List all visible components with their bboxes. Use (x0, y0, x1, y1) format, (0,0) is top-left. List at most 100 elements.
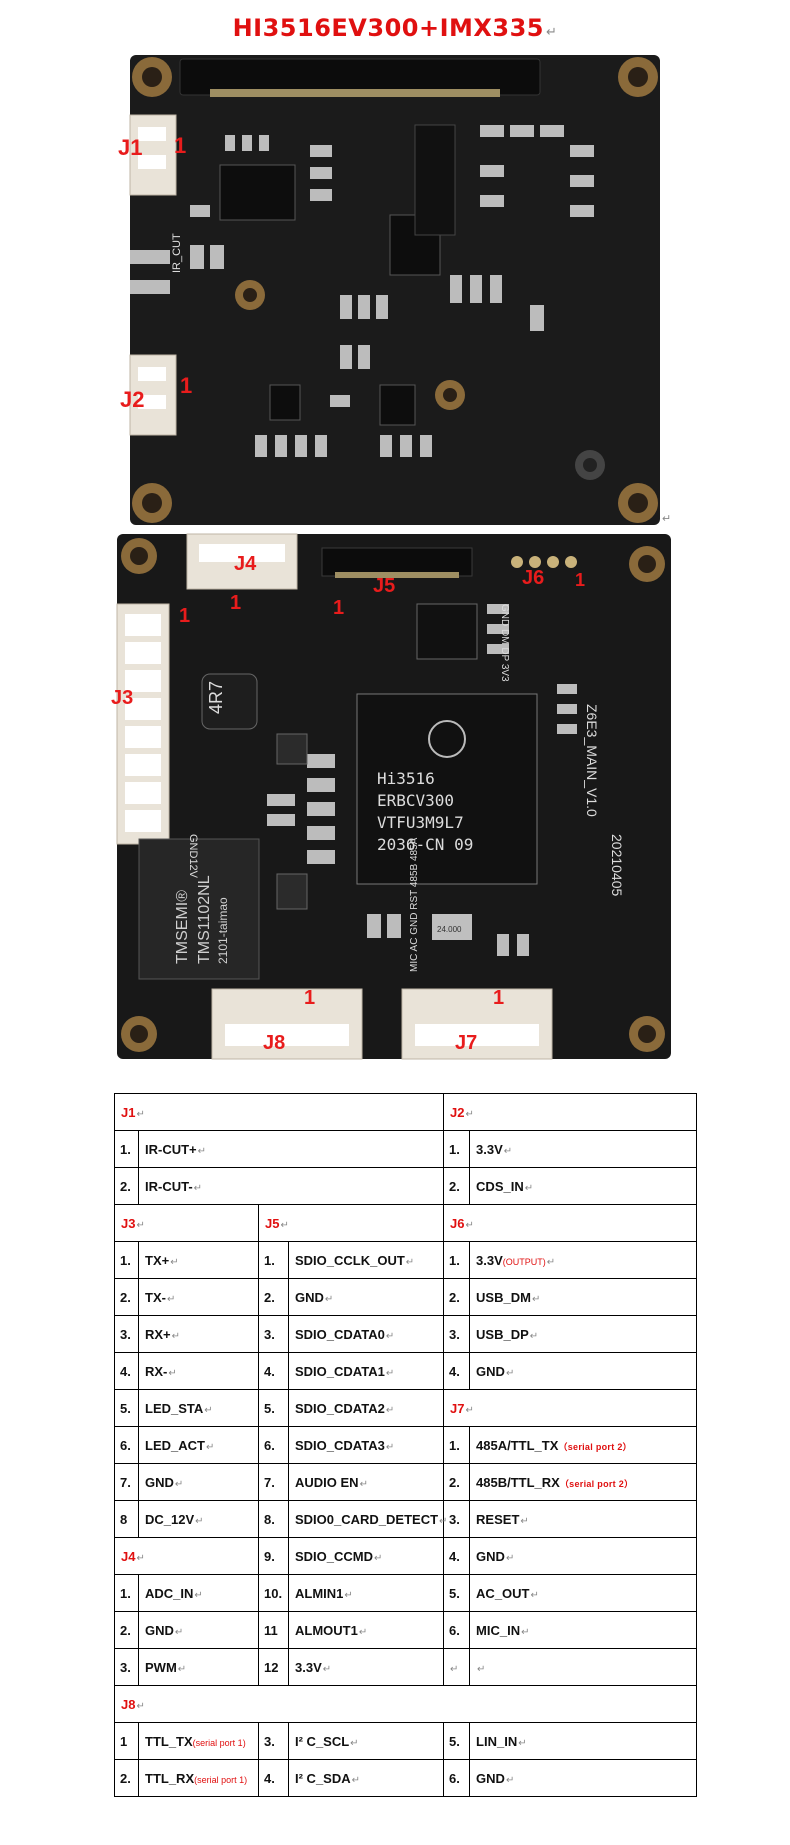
j6-pin1-label: 1 (575, 570, 585, 590)
pin-number: 5. (258, 1389, 289, 1427)
pin-function: AUDIO EN↵ (287, 1463, 445, 1501)
pin-number: 10. (258, 1574, 289, 1612)
j6-label: J6 (522, 567, 544, 589)
pin-number: 1. (443, 1426, 471, 1464)
table-row: 2. TX-↵ 2. GND↵ 2. USB_DM↵ (114, 1278, 698, 1316)
j7-pin1-label: 1 (493, 987, 504, 1009)
pin-number: 2. (114, 1278, 139, 1316)
pin-number: 4. (443, 1352, 471, 1390)
magnetics-date-silk: 2101-taimao (216, 897, 230, 964)
j4-header: J4↵ (114, 1537, 259, 1575)
pin-number: 3. (114, 1648, 139, 1686)
pin-function: SDIO_CCLK_OUT↵ (287, 1241, 445, 1279)
paragraph-mark-icon: ↵ (662, 513, 672, 525)
j8-label: J8 (263, 1032, 285, 1054)
j2-header: J2↵ (443, 1093, 698, 1131)
pin-function: LED_STA↵ (138, 1389, 259, 1427)
table-row: 8 DC_12V↵ 8. SDIO0_CARD_DETECT↵ 3. RESET… (114, 1500, 698, 1538)
ic-chip (219, 164, 296, 221)
paragraph-mark-icon: ↵ (546, 25, 558, 40)
pin-number: 3. (443, 1315, 471, 1353)
table-row: 1. ADC_IN↵ 10. ALMIN1↵ 5. AC_OUT↵ (114, 1574, 698, 1612)
j7-pins-silk: MIC AC GND RST 485B 485A (409, 837, 420, 972)
pin-function: RX+↵ (138, 1315, 259, 1353)
soc-silk-3: VTFU3M9L7 (377, 813, 464, 832)
pin-function: GND↵ (469, 1537, 698, 1575)
table-row: 1. IR-CUT+↵ 1. 3.3V↵ (114, 1130, 698, 1168)
j5-connector (321, 547, 473, 577)
j6-header: J6↵ (443, 1204, 698, 1242)
pin-function: TTL_RX(serial port 1) (138, 1759, 259, 1797)
crystal (432, 914, 472, 940)
table-row: 4. RX-↵ 4. SDIO_CDATA1↵ 4. GND↵ (114, 1352, 698, 1390)
magnetics-model-silk: TMS1102NL (196, 875, 213, 964)
j3-header: J3↵ (114, 1204, 259, 1242)
page-title: HI3516EV300+IMX335↵ (0, 14, 790, 42)
j4-label: J4 (234, 553, 257, 575)
j6-pins-silk: GND DM DP 3V3 (499, 604, 510, 682)
j3-label: J3 (111, 687, 133, 709)
j2-pin1-label: 1 (180, 373, 192, 398)
table-row: 2. IR-CUT-↵ 2. CDS_IN↵ (114, 1167, 698, 1205)
pin-number: 3. (258, 1722, 289, 1760)
pin-function: ALMIN1↵ (287, 1574, 445, 1612)
table-row: 3. PWM↵ 12 3.3V↵ ↵ ↵ (114, 1648, 698, 1686)
pin-number: 6. (114, 1426, 139, 1464)
pin-number: 6. (443, 1759, 471, 1797)
j8-pin1-label: 1 (304, 987, 315, 1009)
hisilicon-logo-icon (428, 720, 466, 758)
soc-silk-2: ERBCV300 (377, 791, 454, 810)
pin-number: 2. (443, 1167, 471, 1205)
pin-function: 485B/TTL_RX（serial port 2） (469, 1463, 698, 1501)
magnetics-brand-silk: TMSEMI® (174, 890, 191, 964)
pin-function: IR-CUT-↵ (137, 1167, 445, 1205)
table-row: 2. GND↵ 11 ALMOUT1↵ 6. MIC_IN↵ (114, 1611, 698, 1649)
pin-function: 3.3V↵ (287, 1648, 445, 1686)
pin-function: SDIO0_CARD_DETECT↵ (287, 1500, 447, 1538)
pin-number: 2. (114, 1611, 139, 1649)
pin-number: 4. (114, 1352, 139, 1390)
pin-number: 4. (258, 1352, 289, 1390)
pin-number: 1. (443, 1130, 471, 1168)
pin-number: 5. (443, 1574, 471, 1612)
table-row: J4↵ 9. SDIO_CCMD↵ 4. GND↵ (114, 1537, 698, 1575)
pin-function: SDIO_CCMD↵ (287, 1537, 445, 1575)
pin-function: SDIO_CDATA1↵ (287, 1352, 445, 1390)
pin-number: 11 (258, 1611, 289, 1649)
pinout-table: J1↵ J2↵ 1. IR-CUT+↵ 1. 3.3V↵ 2. IR-CUT-↵… (113, 1093, 698, 1797)
j4-pin1-label: 1 (230, 592, 241, 614)
date-silk: 20210405 (609, 834, 625, 897)
pin-number: 6. (443, 1611, 471, 1649)
pin-function: 3.3V↵ (469, 1130, 698, 1168)
pin-number: 1. (443, 1241, 471, 1279)
empty-cell: ↵ (469, 1648, 698, 1686)
j7-label: J7 (455, 1032, 477, 1054)
soc-silk-4: 2036-CN 09 (377, 835, 473, 854)
pin-function: AC_OUT↵ (469, 1574, 698, 1612)
pin-number: 2. (443, 1463, 471, 1501)
pin-number: 5. (443, 1722, 471, 1760)
j1-pin1-label: 1 (174, 133, 186, 158)
crystal-silk: 24.000 (437, 925, 462, 934)
pin-number: 1 (114, 1722, 139, 1760)
board-top-drawing: J1 1 J2 1 IR_CUT (118, 57, 658, 523)
pin-number: 4. (258, 1759, 289, 1797)
j5-header: J5↵ (257, 1204, 445, 1242)
j3-connector (116, 603, 170, 845)
pin-function: MIC_IN↵ (469, 1611, 698, 1649)
pin-function: SDIO_CDATA3↵ (287, 1426, 445, 1464)
pin-number: 3. (258, 1315, 289, 1353)
pin-number: 12 (258, 1648, 289, 1686)
pin-function: RX-↵ (138, 1352, 259, 1390)
pin-function: LED_ACT↵ (138, 1426, 259, 1464)
pin-number: 6. (258, 1426, 289, 1464)
inductor (201, 673, 258, 730)
pin-function: 3.3V(OUTPUT)↵ (469, 1241, 698, 1279)
pin-number: 2. (443, 1278, 471, 1316)
pin-number: 9. (258, 1537, 289, 1575)
board-bottom-photo: TMSEMI® TMS1102NL 2101-taimao 4R7 GND12V… (111, 533, 671, 1060)
j8-header: J8↵ (113, 1685, 698, 1723)
pin-number: 1. (114, 1130, 139, 1168)
title-text: HI3516EV300+IMX335 (232, 14, 544, 42)
table-row: 1. TX+↵ 1. SDIO_CCLK_OUT↵ 1. 3.3V(OUTPUT… (114, 1241, 698, 1279)
